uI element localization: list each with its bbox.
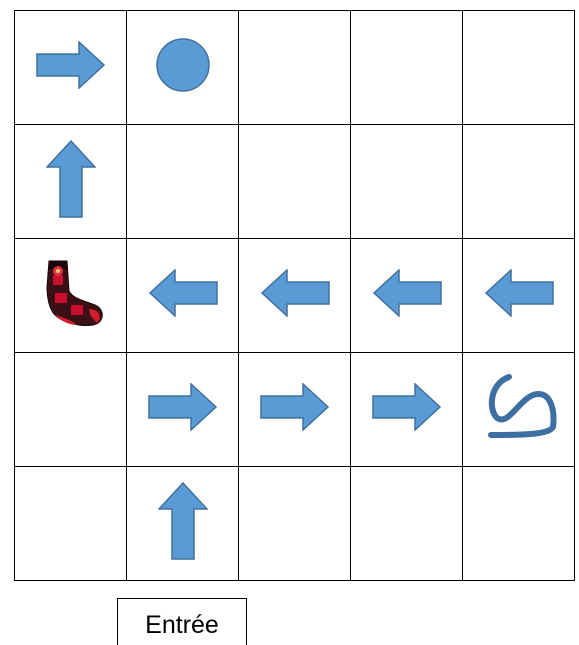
grid-cell <box>127 239 239 353</box>
grid-cell <box>15 125 127 239</box>
entry-label: Entrée <box>117 598 247 645</box>
grid-cell <box>239 467 351 581</box>
arrow-left-icon <box>484 269 554 322</box>
arrow-left-icon <box>372 269 442 322</box>
grid-cell <box>15 11 127 125</box>
grid-cell <box>351 11 463 125</box>
grid-cell <box>239 239 351 353</box>
arrow-left-icon <box>260 269 330 322</box>
grid-cell <box>351 467 463 581</box>
grid-cell <box>127 467 239 581</box>
entry-label-text: Entrée <box>145 611 219 640</box>
grid-cell <box>351 353 463 467</box>
grid-cell <box>463 239 575 353</box>
arrow-right-icon <box>36 41 106 94</box>
grid-cell <box>463 353 575 467</box>
grid-row <box>15 11 575 125</box>
grid-cell <box>463 11 575 125</box>
grid-cell <box>15 467 127 581</box>
grid-cell <box>127 11 239 125</box>
grid-row <box>15 125 575 239</box>
grid-row <box>15 353 575 467</box>
circle-icon <box>155 37 211 98</box>
grid-cell <box>15 353 127 467</box>
grid-row <box>15 239 575 353</box>
sock-icon <box>33 257 109 334</box>
arrow-up-icon <box>158 482 208 565</box>
arrow-right-icon <box>148 383 218 436</box>
arrow-right-icon <box>260 383 330 436</box>
grid-cell <box>127 125 239 239</box>
arrow-right-icon <box>372 383 442 436</box>
grid-cell <box>127 353 239 467</box>
maze-grid <box>14 10 575 581</box>
grid-cell <box>463 467 575 581</box>
grid-cell <box>15 239 127 353</box>
grid-cell <box>239 125 351 239</box>
squiggle-icon <box>479 371 559 448</box>
grid-row <box>15 467 575 581</box>
arrow-up-icon <box>46 140 96 223</box>
grid-cell <box>239 353 351 467</box>
grid-cell <box>351 125 463 239</box>
grid-cell <box>351 239 463 353</box>
grid-cell <box>463 125 575 239</box>
arrow-left-icon <box>148 269 218 322</box>
grid-cell <box>239 11 351 125</box>
